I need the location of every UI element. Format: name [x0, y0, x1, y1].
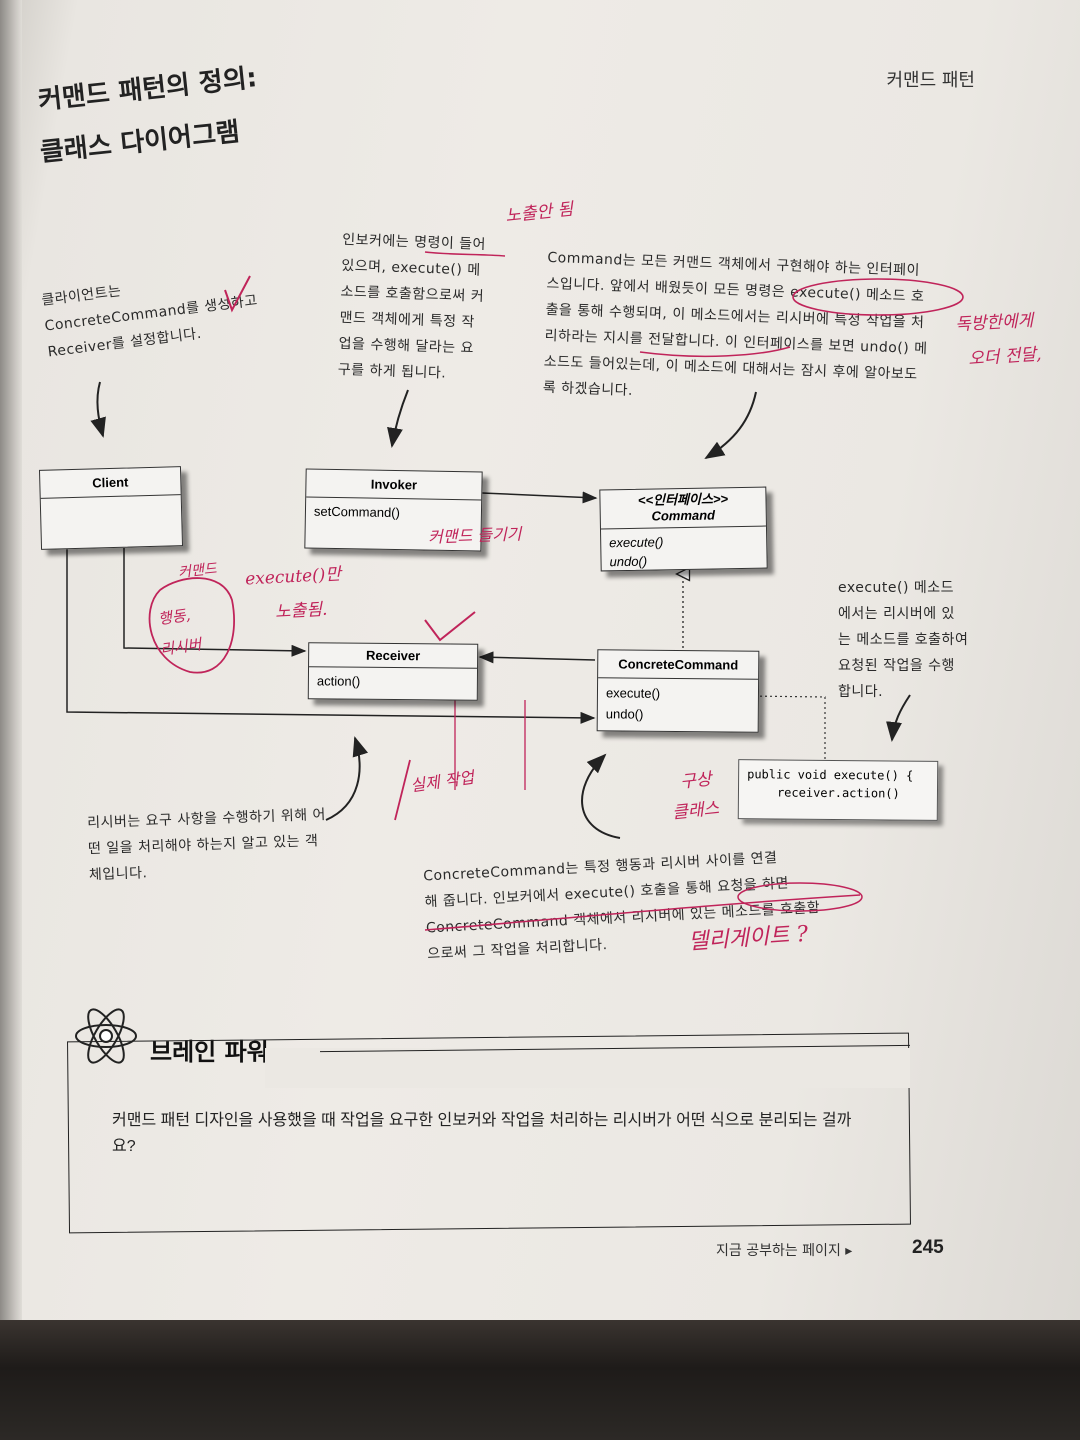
- pointer-client: [90, 381, 106, 438]
- client-class-name: Client: [40, 467, 181, 499]
- client-receiver-association: [123, 548, 307, 657]
- red-arrow-bracket: [454, 700, 526, 790]
- invoker-command-association: [481, 491, 598, 504]
- uml-class-client: Client: [38, 466, 184, 550]
- handnote-exposed: 노출됨.: [274, 599, 328, 623]
- command-method-execute: execute(): [609, 534, 664, 551]
- handnote-to-receiver-1: 독방한에게: [954, 310, 1034, 336]
- invoker-method: setCommand(): [313, 503, 401, 521]
- brain-power-question: 커맨드 패턴 디자인을 사용했을 때 작업을 요구한 인보커와 작업을 처리하는…: [112, 1112, 852, 1155]
- brain-power-title: 브레인 파워: [150, 1038, 269, 1066]
- red-ellipse-execute: [792, 278, 964, 316]
- uml-interface-command: <<인터페이스>> Command execute() undo(): [599, 486, 768, 572]
- brain-box-title-gap: [265, 1044, 910, 1088]
- uml-class-concrete-command: ConcreteCommand execute() undo(): [596, 649, 760, 733]
- code-note: public void execute() { receiver.action(…: [737, 759, 939, 821]
- red-underline-2: [639, 346, 791, 358]
- red-underline-3: [424, 894, 861, 931]
- red-ellipse-method: [737, 882, 863, 912]
- page-number: 245: [912, 1237, 944, 1258]
- background-shadow: [0, 1320, 1080, 1440]
- atom-icon: [75, 1008, 137, 1064]
- red-check-mark: [424, 611, 476, 642]
- handnote-to-receiver-2: 오더 전달,: [967, 344, 1043, 370]
- handnote-execute-only: execute()만: [244, 564, 342, 590]
- note-link-line: [664, 694, 826, 760]
- pointer-invoker: [387, 389, 409, 448]
- handnote-concrete-2: 클래스: [671, 798, 721, 824]
- handnote-command: 커맨드: [177, 561, 218, 581]
- section-header: 커맨드 패턴: [886, 70, 975, 91]
- page-binding-fold: [0, 0, 22, 1320]
- pointer-concretecommand: [581, 753, 621, 839]
- red-underline-1: [424, 251, 506, 257]
- pointer-concrete: [886, 694, 911, 742]
- handnote-action: 행동,: [156, 605, 192, 629]
- red-check-mark-2: [224, 275, 251, 313]
- concrete-receiver-association: [478, 651, 596, 664]
- code-line-1: public void execute() {: [747, 767, 914, 783]
- book-page: 커맨드 패턴 커맨드 패턴의 정의: 클래스 다이어그램 클라이언트는 Conc…: [0, 0, 1080, 1320]
- uml-class-receiver: Receiver action(): [307, 642, 479, 701]
- concrete-method-undo: undo(): [605, 706, 644, 722]
- concrete-method-execute: execute(): [605, 685, 661, 701]
- invoker-class-name: Invoker: [306, 469, 482, 501]
- receiver-method: action(): [316, 673, 361, 689]
- client-concrete-association: [66, 548, 596, 724]
- note-concrete-execute: execute() 메소드 에서는 리시버에 있 는 메소드를 호출하여 요청된…: [838, 580, 969, 700]
- footer-text: 지금 공부하는 페이지 ▸: [716, 1243, 853, 1259]
- receiver-class-name: Receiver: [309, 643, 478, 669]
- command-interface-name: Command: [651, 507, 716, 524]
- pointer-receiver: [325, 736, 368, 821]
- handnote-concrete-1: 구상: [679, 769, 713, 793]
- concrete-class-name: ConcreteCommand: [598, 650, 759, 680]
- handnote-command-holder: 커맨드 들기기: [427, 524, 522, 547]
- code-line-2: receiver.action(): [776, 785, 900, 801]
- red-slash: [394, 759, 411, 821]
- pointer-command: [704, 391, 757, 460]
- command-method-undo: undo(): [609, 553, 648, 570]
- red-circle-mark: [148, 577, 235, 674]
